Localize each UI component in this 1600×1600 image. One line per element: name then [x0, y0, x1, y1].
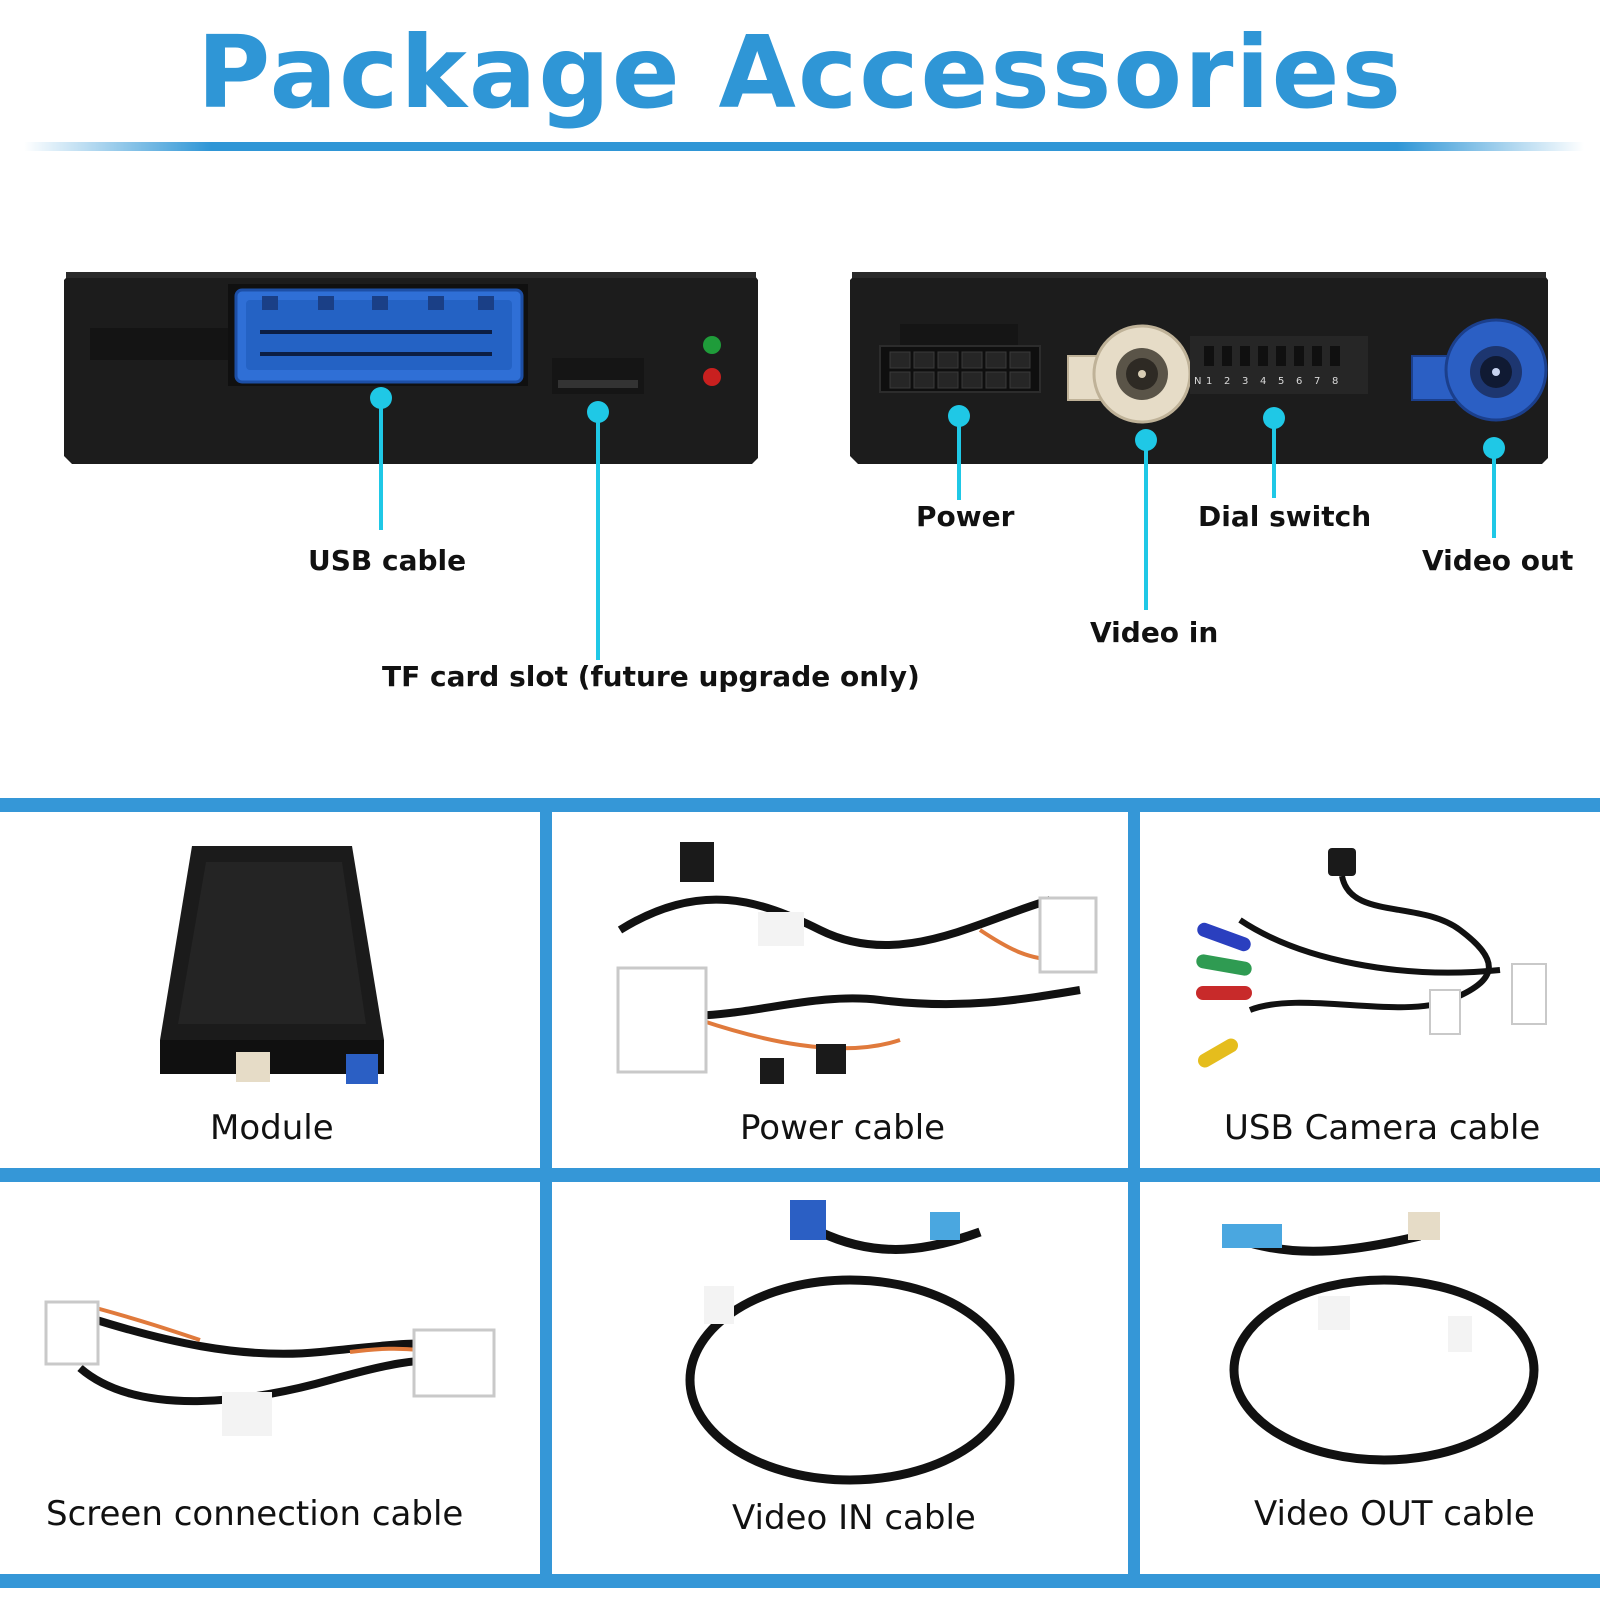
page-title: Package Accessories	[196, 14, 1404, 131]
screen-harness-icon	[44, 1300, 496, 1436]
grid-line-top	[0, 798, 1600, 812]
video-in-label: Video in	[1090, 616, 1219, 649]
device-rear-panel: N 1 2 3 4 5 6 7 8	[850, 272, 1548, 610]
accessory-label-video-out-cable: Video OUT cable	[1254, 1494, 1535, 1534]
grid-line-v1	[540, 798, 552, 1588]
device-diagram: N 1 2 3 4 5 6 7 8	[64, 272, 1548, 660]
device-front-panel	[64, 272, 758, 660]
tf-card-slot-label: TF card slot (future upgrade only)	[382, 660, 920, 693]
power-harness-icon	[616, 842, 1098, 1084]
dip-n: N	[1194, 376, 1201, 387]
dip-8: 8	[1332, 376, 1338, 387]
grid-line-bottom	[0, 1574, 1600, 1588]
accessory-label-module: Module	[210, 1108, 334, 1148]
dip-3: 3	[1242, 376, 1248, 387]
accessory-label-usb-camera-cable: USB Camera cable	[1224, 1108, 1541, 1148]
module-box-icon	[160, 846, 384, 1084]
video-out-cable-icon	[1222, 1212, 1539, 1465]
dip-4: 4	[1260, 376, 1266, 387]
usb-cable-label: USB cable	[308, 544, 467, 577]
dial-switch-label: Dial switch	[1198, 500, 1372, 533]
dip-5: 5	[1278, 376, 1284, 387]
grid-line-middle	[0, 1168, 1600, 1182]
grid-line-v2	[1128, 798, 1140, 1588]
usb-camera-harness-icon	[1196, 848, 1547, 1068]
dip-1: 1	[1206, 376, 1212, 387]
accessory-label-screen-connection-cable: Screen connection cable	[46, 1494, 464, 1534]
dip-7: 7	[1314, 376, 1320, 387]
dip-6: 6	[1296, 376, 1302, 387]
accessory-label-video-in-cable: Video IN cable	[732, 1498, 976, 1538]
video-in-cable-icon	[685, 1200, 1015, 1485]
video-out-label: Video out	[1422, 544, 1574, 577]
dip-2: 2	[1224, 376, 1230, 387]
power-label: Power	[916, 500, 1015, 533]
accessory-label-power-cable: Power cable	[740, 1108, 946, 1148]
title-underline	[24, 142, 1584, 151]
